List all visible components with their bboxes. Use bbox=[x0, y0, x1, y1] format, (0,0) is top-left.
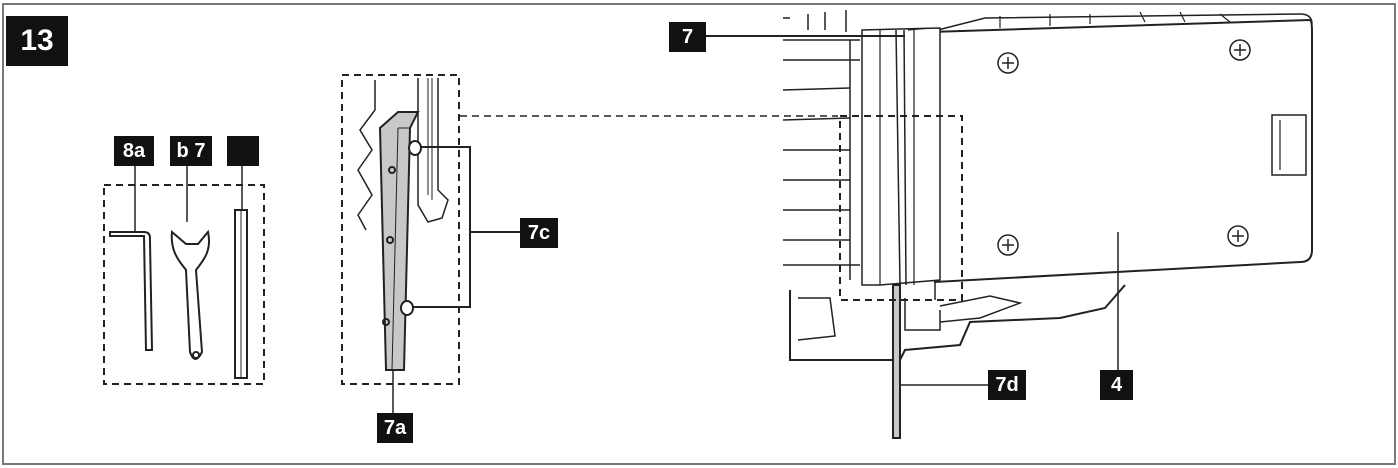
base-housing bbox=[789, 284, 1126, 361]
tools-group bbox=[103, 165, 265, 385]
body-plate-4 bbox=[928, 18, 1313, 284]
callout-7c: 7c bbox=[520, 218, 558, 248]
callout-blank bbox=[227, 136, 259, 166]
callout-4: 4 bbox=[1100, 370, 1133, 400]
zoom-dashed-box bbox=[839, 115, 963, 301]
callout-7d: 7d bbox=[988, 370, 1026, 400]
body-screws bbox=[997, 39, 1251, 256]
wrench-icon bbox=[170, 229, 210, 360]
leader-7c-bracket bbox=[412, 146, 471, 308]
detail-dashed-box bbox=[341, 74, 460, 385]
detail-group bbox=[341, 74, 838, 413]
screw-head-bottom bbox=[400, 300, 414, 316]
callout-b7: b 7 bbox=[170, 136, 212, 166]
blade-holder-7 bbox=[861, 27, 941, 286]
callout-8a: 8a bbox=[114, 136, 154, 166]
side-latch bbox=[1271, 114, 1307, 176]
callout-7a: 7a bbox=[377, 413, 413, 443]
hex-key-icon bbox=[109, 231, 154, 351]
figure-number-label: 13 bbox=[6, 16, 68, 66]
screw-head-top bbox=[408, 140, 422, 156]
wrench-hole bbox=[192, 351, 200, 359]
blade-7d bbox=[892, 284, 901, 439]
callout-7: 7 bbox=[669, 22, 706, 52]
figure-frame bbox=[2, 3, 1396, 465]
tools-dashed-box bbox=[103, 184, 265, 385]
machine-group bbox=[706, 10, 1313, 439]
